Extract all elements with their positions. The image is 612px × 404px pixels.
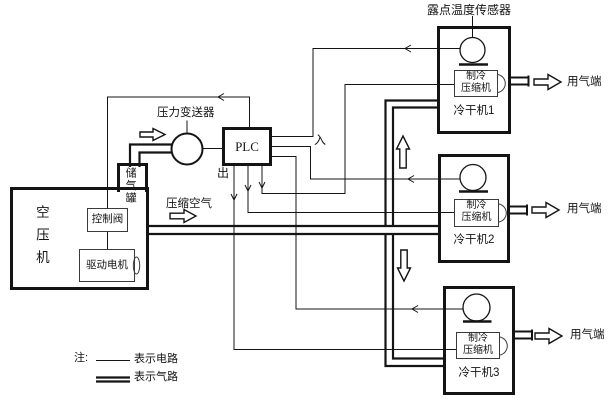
flow-arrow-outlet2: [531, 201, 561, 219]
arrowhead-left-top-rail: [217, 93, 225, 101]
arrowhead-down-out3: [258, 181, 266, 190]
pipe-tank-to-transmitter-inner: [138, 151, 172, 167]
legend-electric-label: 表示电路: [134, 353, 178, 365]
refrig-compressor3-line1: 制冷: [468, 333, 488, 344]
wire-plc-to-compressor1: [261, 84, 454, 194]
dryer3-name: 冷干机3: [458, 367, 500, 379]
flow-arrow-outlet3: [534, 327, 564, 345]
pipe-tank-to-transmitter-outer: [128, 143, 173, 167]
refrig-compressor2-box: 制冷 压缩机: [454, 199, 499, 227]
gas-pipes: [96, 75, 533, 383]
refrig-compressor1-box: 制冷 压缩机: [454, 70, 498, 97]
outlet-stub-dryer3: [514, 329, 533, 341]
usage-end2-label: 用气端: [567, 203, 602, 215]
legend-gas-line: [96, 376, 130, 383]
arrowhead-left-sensor2: [407, 175, 415, 183]
refrig-compressor2-line2: 压缩机: [461, 212, 492, 223]
dryer2-box: [438, 154, 510, 263]
dew-point-sensor-label: 露点温度传感器: [427, 3, 512, 17]
refrig-compressor1-line1: 制冷: [466, 71, 486, 82]
flow-arrows: [139, 73, 564, 345]
pressure-transmitter-symbol: [170, 132, 204, 166]
plc-in-label: 入: [314, 133, 327, 147]
pipe-drop-dryer3-outer: [384, 234, 445, 368]
air-tank-box: [117, 163, 148, 192]
arrowhead-left-sensor1: [404, 44, 412, 53]
flow-arrow-riser-up: [395, 134, 411, 169]
flow-arrow-outlet1: [533, 73, 563, 91]
compressed-air-label: 压缩空气: [166, 198, 212, 210]
arrowhead-down-out2: [244, 184, 252, 193]
component-symbols: [132, 36, 508, 356]
dryer3-box: [443, 286, 515, 395]
outlet-stub-dryer2: [509, 204, 528, 216]
plc-label: PLC: [235, 138, 259, 154]
control-valve-label: 控制阀: [91, 213, 124, 226]
refrig-compressor3-box: 制冷 压缩机: [456, 332, 500, 359]
dryer1-box: [437, 26, 511, 134]
flow-arrow-drop-down: [396, 249, 412, 283]
air-tank-label: 储气罐: [124, 167, 137, 205]
usage-end1-label: 用气端: [567, 76, 602, 88]
dryer1-name: 冷干机1: [453, 105, 495, 117]
compressor2-bump: [498, 203, 507, 223]
pressure-transmitter-label: 压力变送器: [157, 107, 215, 119]
electric-lines: [96, 16, 473, 361]
wire-sensor3-to-plc: [272, 156, 464, 310]
outlet-stubs: [509, 75, 533, 341]
drive-motor-label: 驱动电机: [86, 258, 128, 271]
wire-plc-to-compressor2: [247, 165, 454, 213]
plc-box: PLC: [222, 127, 272, 166]
refrig-compressor3-line2: 压缩机: [463, 345, 493, 356]
dryer2-name: 冷干机2: [453, 234, 495, 246]
refrig-compressor2-line1: 制冷: [466, 200, 487, 211]
air-compressor-label: 空压机: [33, 205, 49, 273]
compressor3-bump: [499, 336, 508, 356]
arrowhead-down-out1: [230, 193, 238, 202]
arrowhead-left-sensor3: [411, 305, 419, 313]
refrig-compressor1-line2: 压缩机: [461, 83, 491, 94]
pipe-drop-dryer3-inner: [391, 234, 445, 360]
flow-arrow-tank-right: [139, 127, 167, 142]
pipe-riser-dryer1-inner: [391, 106, 439, 226]
usage-end3-label: 用气端: [570, 329, 605, 341]
drive-motor-box: 驱动电机: [79, 249, 135, 282]
plc-out-label: 出: [217, 166, 230, 180]
legend-note-label: 注:: [74, 352, 89, 364]
wire-plc-to-valve: [107, 96, 250, 208]
legend-gas-label: 表示气路: [134, 371, 178, 383]
flow-arrow-compressed-air: [169, 208, 198, 224]
air-compressor-box: [10, 187, 149, 290]
outlet-stub-dryer1: [510, 75, 530, 87]
wire-sensor2-to-plc: [272, 146, 461, 180]
dew-sensor1-symbol: [459, 36, 486, 64]
compressor1-bump: [497, 74, 506, 93]
control-valve-box: 控制阀: [87, 208, 128, 232]
pipe-riser-dryer1-outer: [384, 99, 439, 226]
wire-sensor1-to-plc: [272, 48, 461, 137]
